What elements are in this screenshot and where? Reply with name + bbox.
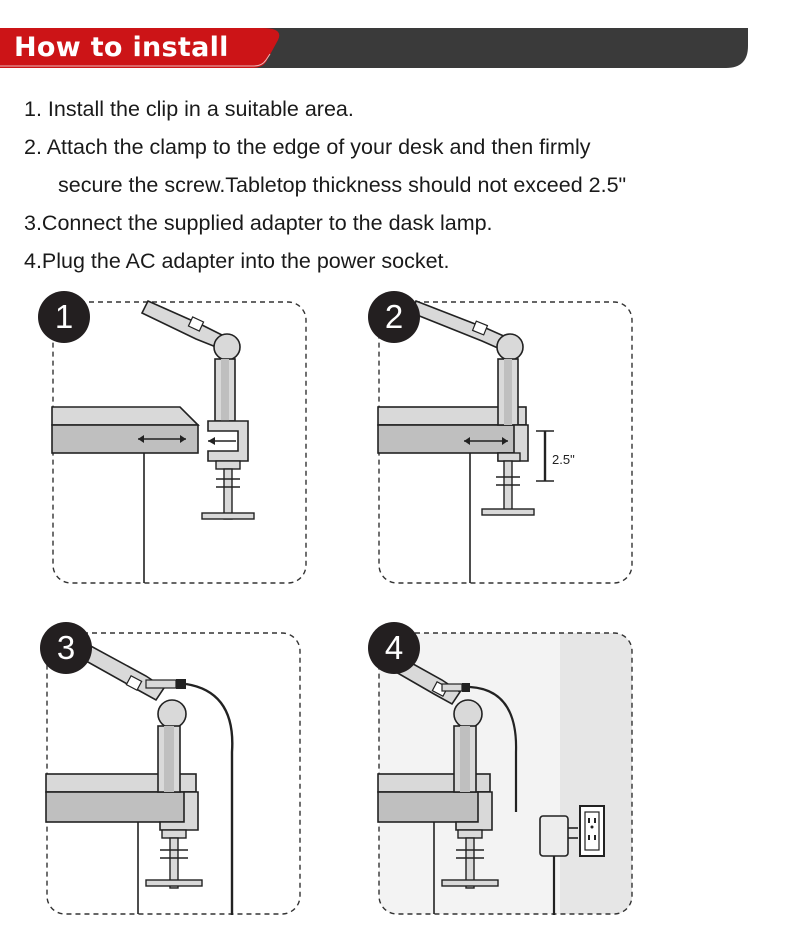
illustration-plug-socket [377,632,633,915]
step-number-badge-2: 2 [368,291,420,343]
section-header-banner: How to install [0,28,748,68]
instruction-list: 1. Install the clip in a suitable area. … [24,90,764,280]
panel-step-3: 3 [40,622,301,915]
panel-step-1: 1 [38,291,307,584]
section-title: How to install [14,32,229,63]
step-number-badge-3: 3 [40,622,92,674]
step-number-badge-4: 4 [368,622,420,674]
step-number-badge-1: 1 [38,291,90,343]
instruction-step-1-text: 1. Install the clip in a suitable area. [24,97,354,121]
banner-shape [0,28,748,68]
panel-step-4: 4 [368,622,633,915]
illustration-connect-adapter [45,632,301,915]
illustration-clamp-desk [377,299,633,584]
instruction-step-2-continuation: secure the screw.Tabletop thickness shou… [58,173,627,197]
instruction-step-3-text: 3.Connect the supplied adapter to the da… [24,211,493,235]
instruction-step-1: 1. Install the clip in a suitable area. [24,90,764,128]
illustration-clip-area [51,299,307,584]
instruction-step-3: 3.Connect the supplied adapter to the da… [24,204,764,242]
instruction-step-2-text: 2. Attach the clamp to the edge of your … [24,135,591,159]
tabletop-thickness-label: 2.5" [552,452,575,467]
panel-step-2: 2 2.5" [368,291,633,584]
instruction-step-4-text: 4.Plug the AC adapter into the power soc… [24,249,450,273]
instruction-step-2: 2. Attach the clamp to the edge of your … [24,128,764,204]
instruction-step-4: 4.Plug the AC adapter into the power soc… [24,242,764,280]
